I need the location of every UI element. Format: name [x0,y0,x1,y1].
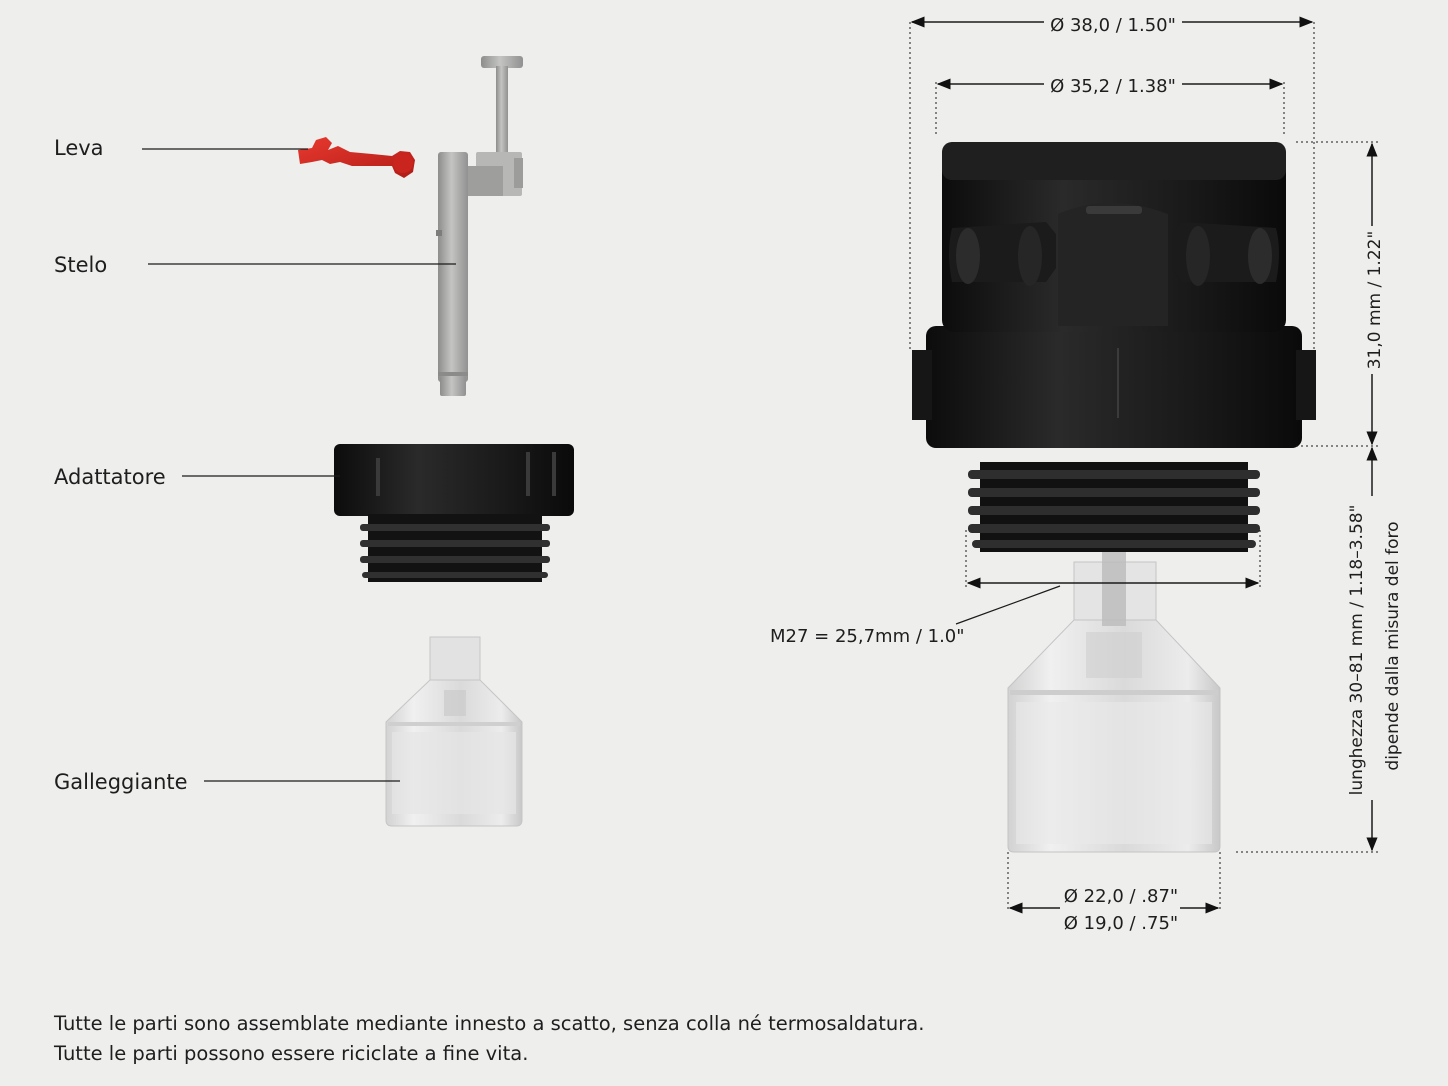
dim-height: 31,0 mm / 1.22" [1365,231,1385,370]
dim-float-diameter-2: Ø 19,0 / .75" [1064,913,1178,934]
lever-part [298,137,415,178]
stem-part [436,56,523,396]
dim-inner-diameter: Ø 35,2 / 1.38" [1050,76,1176,97]
adapter-part [334,444,574,582]
dim-length-2: dipende dalla misura del foro [1383,521,1403,770]
label-leva: Leva [54,136,104,160]
dim-thread: M27 = 25,7mm / 1.0" [770,626,965,647]
dim-length-1: lunghezza 30–81 mm / 1.18–3.58" [1347,505,1367,796]
label-stelo: Stelo [54,253,107,277]
dim-float-diameter-1: Ø 22,0 / .87" [1064,886,1178,907]
dimension-lines [909,16,1378,914]
label-galleggiante: Galleggiante [54,770,188,794]
leader-lines [142,148,456,782]
note-assembly: Tutte le parti sono assemblate mediante … [54,1012,925,1035]
dim-outer-diameter: Ø 38,0 / 1.50" [1050,15,1176,36]
note-recycling: Tutte le parti possono essere riciclate … [54,1042,529,1065]
assembled-unit [912,142,1316,853]
label-adattatore: Adattatore [54,465,166,489]
float-part [385,636,523,827]
